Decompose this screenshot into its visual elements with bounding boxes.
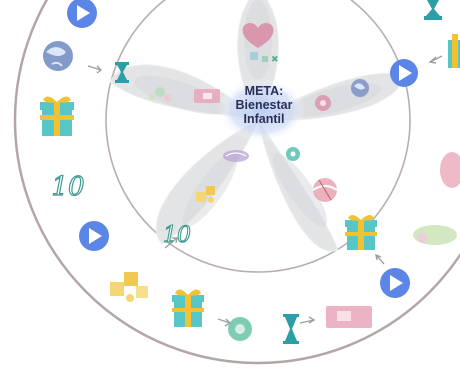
green-sketch-icon [413, 225, 457, 245]
gift-icon [172, 289, 204, 327]
number-ten-icon: 10 [51, 171, 85, 202]
heart-icon [242, 22, 274, 48]
globe-small-icon [351, 79, 369, 97]
pink-splash-icon [440, 152, 460, 188]
hourglass-icon [115, 62, 129, 83]
watercolor-card-icon [326, 306, 372, 328]
gift-icon [448, 34, 460, 68]
number-tile-inner: 10 [163, 223, 191, 248]
gift-icon [345, 214, 377, 250]
hourglass-icon [283, 314, 299, 344]
teal-splash-icon [286, 147, 300, 161]
play-button-bottom-right[interactable] [380, 268, 410, 298]
play-button-right[interactable] [390, 59, 418, 87]
goal-line-3: Infantil [243, 112, 285, 126]
blocks-icon: ✖ [250, 52, 279, 65]
play-button-top[interactable] [67, 0, 97, 28]
pink-blossom-icon [315, 95, 331, 111]
number-tile-outer: 10 [51, 172, 84, 202]
pastel-card-icon [194, 89, 220, 103]
goal-line-2: Bienestar [235, 98, 293, 112]
inner-track-ring [105, 0, 411, 273]
teal-blossom-icon [228, 317, 252, 341]
svg-text:✖: ✖ [271, 55, 279, 65]
goal-label: META: Bienestar Infantil [222, 84, 306, 126]
play-button-left[interactable] [79, 221, 109, 251]
globe-icon [43, 41, 73, 71]
shapes-icon [149, 87, 172, 102]
gift-icon [40, 96, 74, 136]
goal-line-1: META: [244, 84, 284, 98]
goal-cloud [218, 78, 306, 142]
ball-icon [312, 178, 338, 202]
puzzle-icon [110, 272, 148, 302]
purple-scribble-icon [223, 150, 249, 162]
number-ten-icon: 10 [162, 222, 191, 248]
yellow-puzzle-icon [196, 186, 215, 203]
track-arrow [87, 55, 443, 327]
outer-track-ring [13, 0, 460, 365]
hourglass-icon [424, 0, 442, 20]
